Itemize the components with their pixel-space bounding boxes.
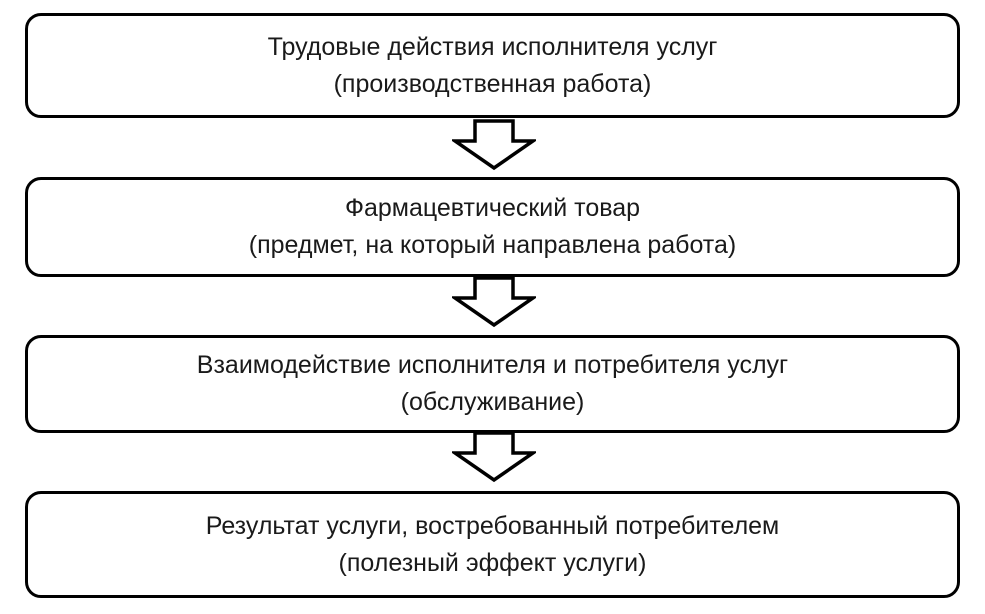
- down-arrow-icon: [452, 276, 536, 328]
- box-line-1: Взаимодействие исполнителя и потребителя…: [196, 351, 789, 379]
- down-arrow-icon: [452, 431, 536, 483]
- box-line-2: (обслуживание): [400, 388, 585, 416]
- down-arrow-icon: [452, 119, 536, 171]
- flow-box-interaction: Взаимодействие исполнителя и потребителя…: [25, 335, 960, 433]
- box-line-1: Трудовые действия исполнителя услуг: [267, 32, 718, 61]
- flow-box-pharmaceutical-product: Фармацевтический товар (предмет, на кото…: [25, 177, 960, 277]
- flow-box-service-result: Результат услуги, востребованный потреби…: [25, 491, 960, 598]
- box-line-1: Результат услуги, востребованный потреби…: [205, 511, 780, 540]
- box-line-2: (полезный эффект услуги): [338, 548, 647, 577]
- box-line-1: Фармацевтический товар: [344, 194, 641, 222]
- box-line-2: (производственная работа): [333, 69, 652, 98]
- box-line-2: (предмет, на который направлена работа): [248, 231, 737, 259]
- flow-box-labor-actions: Трудовые действия исполнителя услуг (про…: [25, 13, 960, 118]
